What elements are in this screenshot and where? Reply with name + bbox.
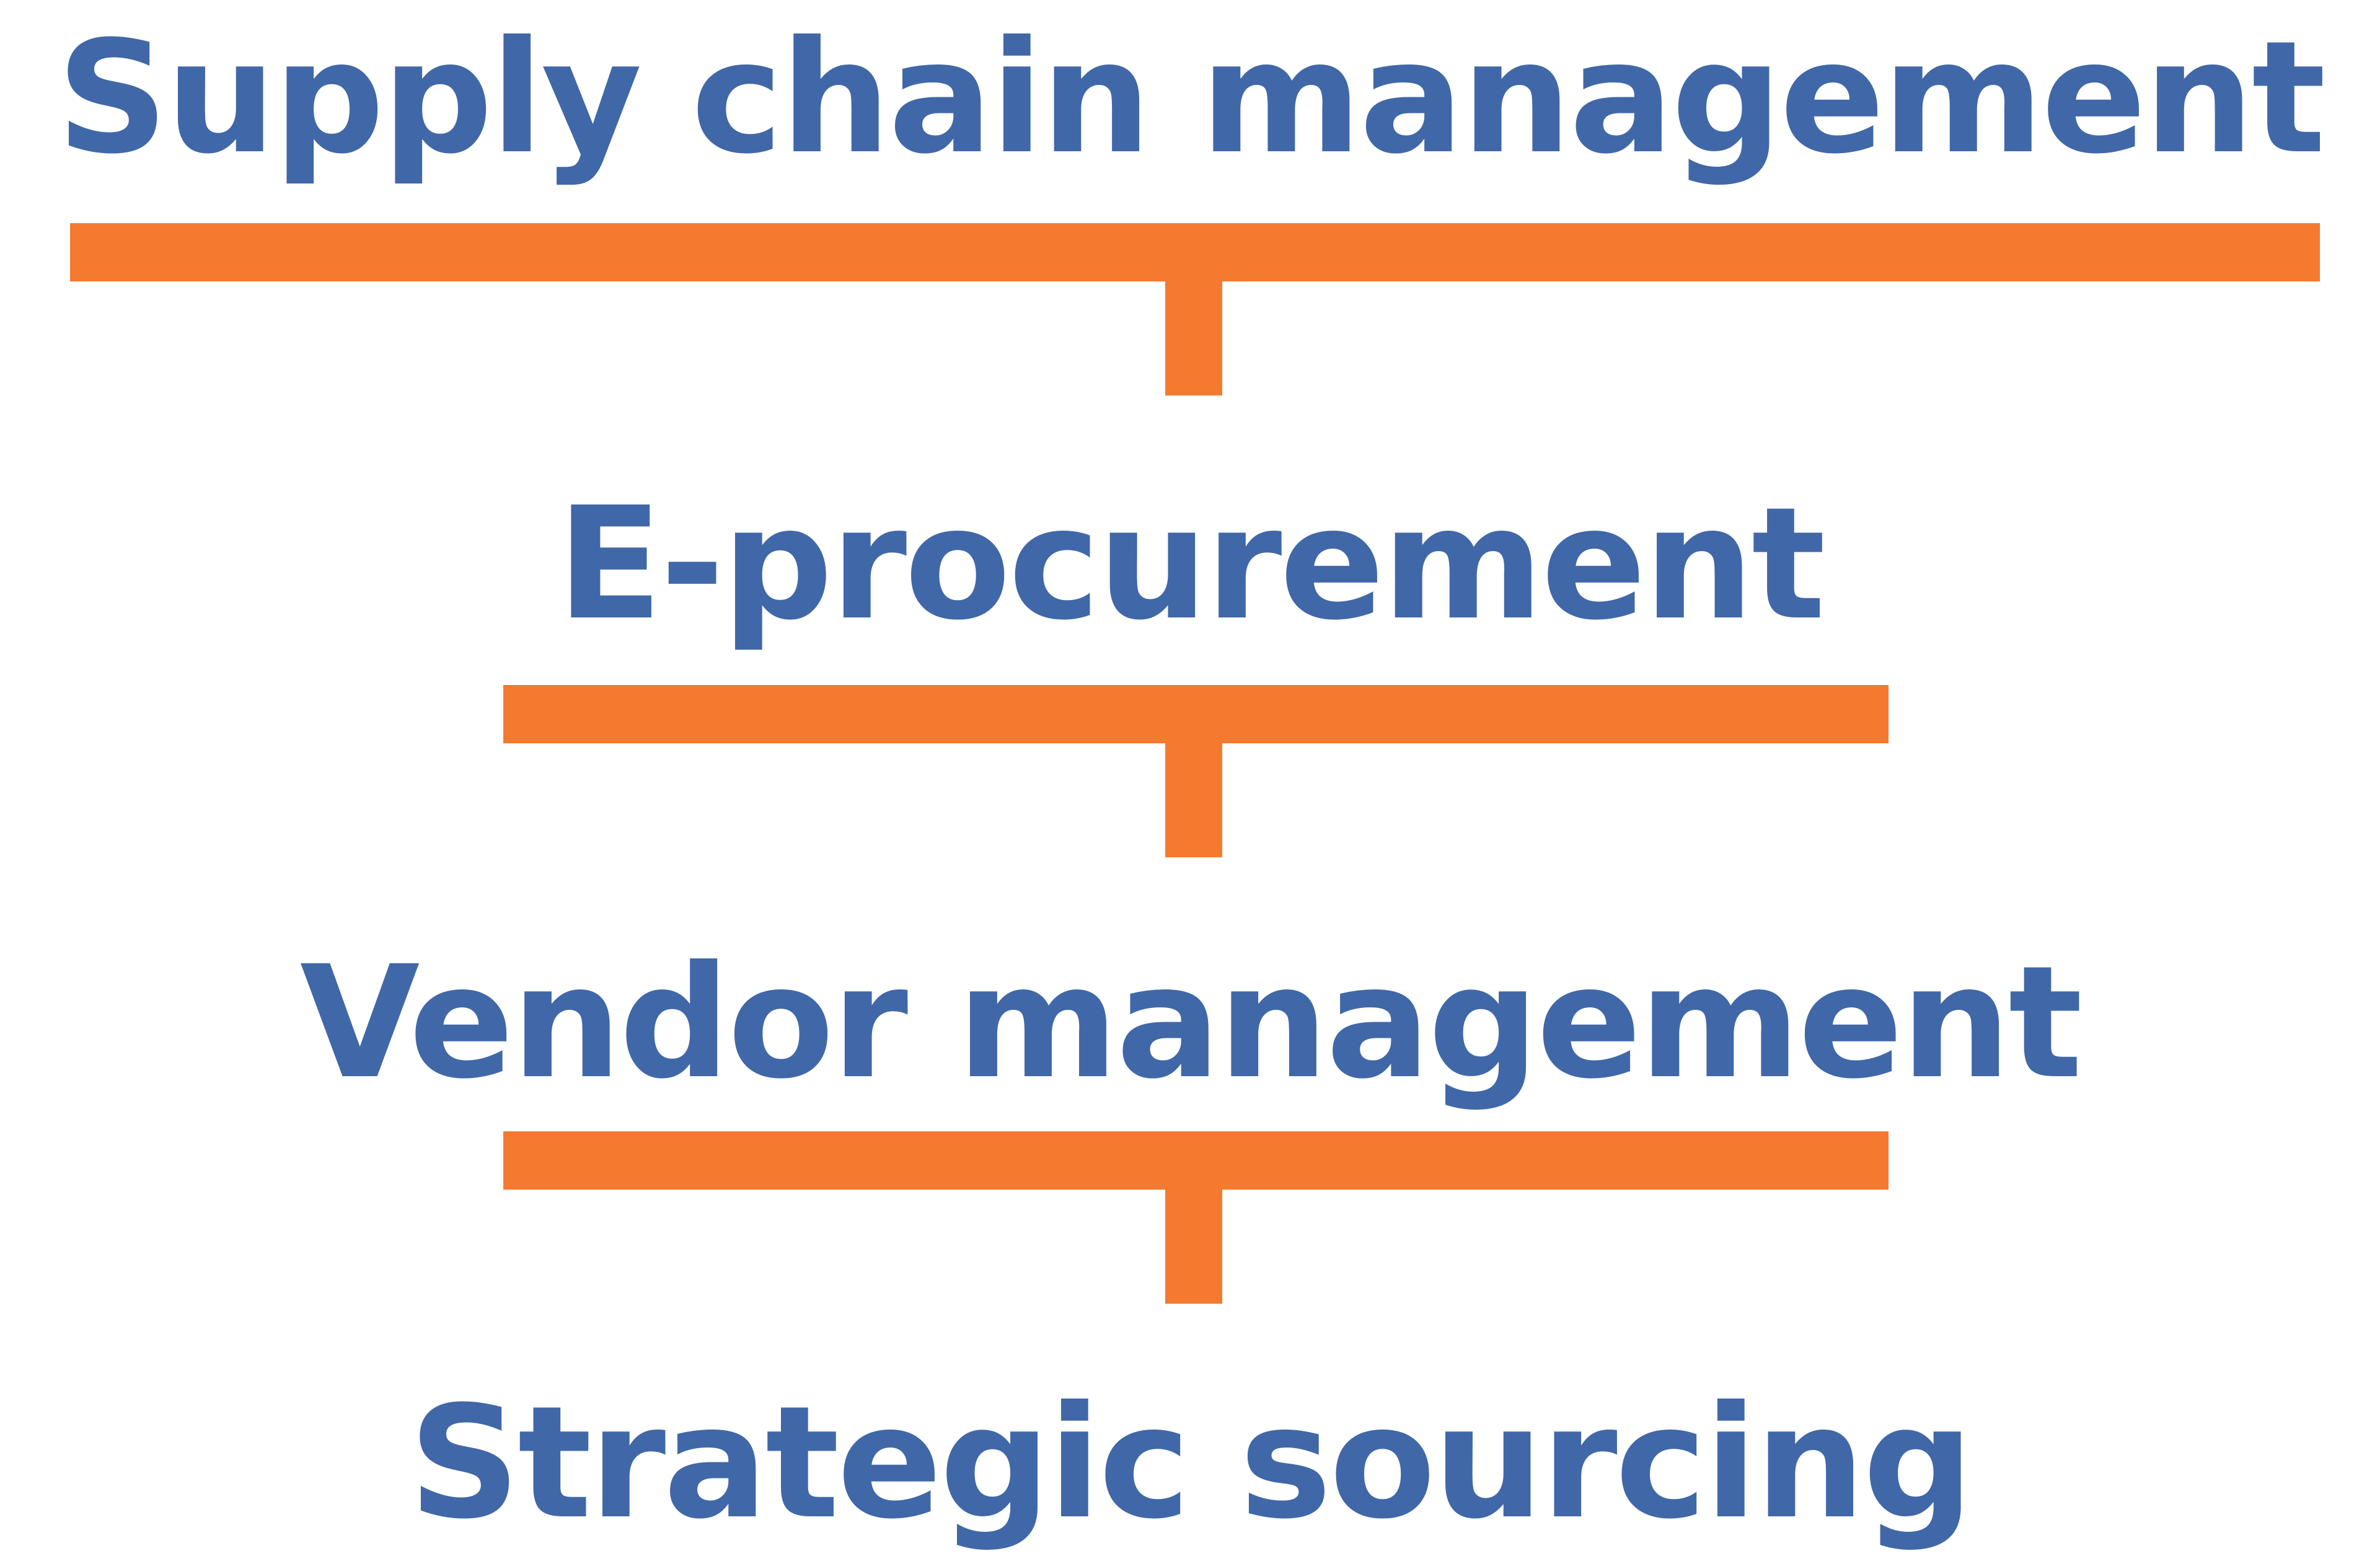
level-1-label: Supply chain management (56, 7, 2325, 188)
connector-stem-3 (1165, 1188, 1222, 1304)
connector-bar-1 (70, 223, 2320, 281)
level-4-label: Strategic sourcing (408, 1373, 1973, 1553)
connector-stem-1 (1165, 280, 1222, 396)
connector-bar-2 (503, 685, 1889, 743)
level-2-label: E-procurement (557, 474, 1825, 654)
level-3-label: Vendor management (299, 932, 2082, 1113)
connector-stem-2 (1165, 742, 1222, 857)
connector-bar-3 (503, 1131, 1889, 1190)
